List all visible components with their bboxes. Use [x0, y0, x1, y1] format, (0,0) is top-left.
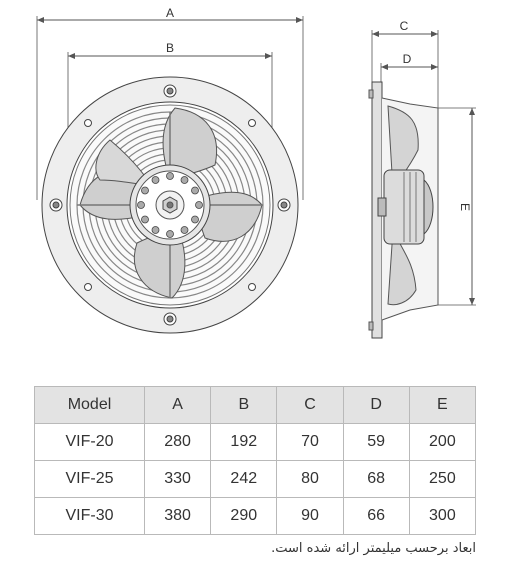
table-cell: 330: [143, 460, 212, 498]
dimension-label-c: C: [400, 19, 409, 33]
side-view: [368, 30, 476, 339]
dimension-label-e: E: [458, 203, 472, 211]
table-cell: 280: [143, 423, 212, 461]
table-cell: 290: [210, 497, 278, 535]
table-cell: VIF-30: [34, 497, 145, 535]
dimension-label-b: B: [166, 41, 174, 55]
units-note: ابعاد برحسب میلیمتر ارائه شده است.: [271, 541, 476, 556]
mounting-holes: [49, 84, 291, 326]
table-header-a: A: [143, 386, 212, 424]
table-header-row: Model A B C D E: [34, 386, 477, 424]
table-cell: 66: [342, 497, 410, 535]
motor-hub: [129, 164, 211, 246]
table-cell: VIF-20: [34, 423, 145, 461]
table-cell: 59: [342, 423, 410, 461]
table-cell: 242: [210, 460, 278, 498]
table-cell: VIF-25: [34, 460, 145, 498]
table-header-model: Model: [34, 386, 145, 424]
table-cell: 250: [408, 460, 477, 498]
table-header-d: D: [342, 386, 410, 424]
fan-technical-drawing: A B C D E: [36, 6, 476, 339]
table-header-c: C: [276, 386, 344, 424]
table-row: VIF-20 280 192 70 59 200: [34, 423, 477, 461]
dimension-label-a: A: [166, 6, 174, 20]
table-cell: 192: [210, 423, 278, 461]
dimension-label-d: D: [403, 52, 412, 66]
table-cell: 200: [408, 423, 477, 461]
table-cell: 70: [276, 423, 344, 461]
table-cell: 300: [408, 497, 477, 535]
dimensions-table: Model A B C D E VIF-20 280 192 70 59 200…: [34, 386, 477, 535]
table-cell: 68: [342, 460, 410, 498]
table-cell: 90: [276, 497, 344, 535]
table-cell: 80: [276, 460, 344, 498]
table-row: VIF-25 330 242 80 68 250: [34, 460, 477, 498]
table-header-b: B: [210, 386, 278, 424]
table-row: VIF-30 380 290 90 66 300: [34, 497, 477, 535]
front-view: [36, 16, 304, 334]
table-cell: 380: [143, 497, 212, 535]
table-header-e: E: [408, 386, 477, 424]
